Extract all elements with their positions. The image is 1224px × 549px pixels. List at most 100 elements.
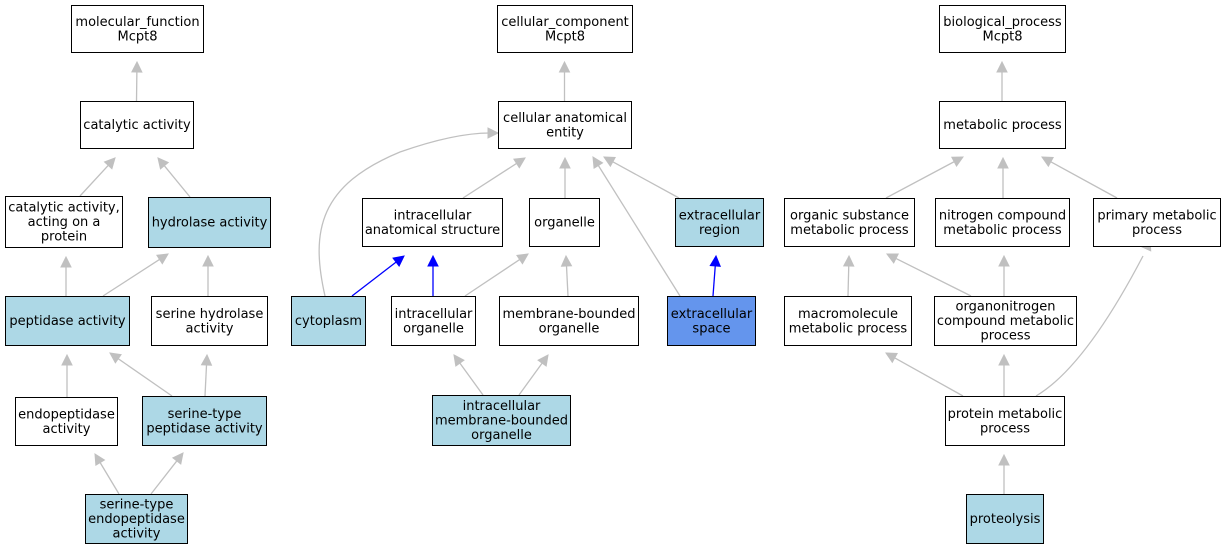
node-box	[945, 396, 1065, 446]
edge-cae-to-cc	[558, 60, 571, 101]
node-box	[85, 494, 188, 544]
node-box	[939, 101, 1066, 149]
edge-protein_metabolic-to-organonitrogen	[998, 353, 1010, 396]
node-label: serine-type	[100, 498, 174, 513]
node-label: process	[981, 329, 1031, 344]
node-label: protein	[41, 230, 87, 245]
edge-arrowhead	[886, 253, 899, 264]
node-hydrolase[interactable]: hydrolase activity	[148, 197, 271, 248]
edge-line	[102, 257, 162, 297]
edge-line	[1048, 160, 1118, 199]
node-label: serine-type	[168, 407, 242, 422]
edge-cytoplasm-to-intra_struct	[351, 255, 405, 297]
edge-line	[98, 460, 120, 495]
edge-arrowhead	[513, 157, 526, 169]
node-box	[497, 5, 633, 53]
node-box	[151, 296, 268, 346]
edge-line	[318, 132, 491, 297]
node-proteolysis[interactable]: proteolysis	[966, 494, 1044, 544]
edge-arrowhead	[603, 156, 616, 168]
edges-layer	[60, 60, 1152, 495]
node-label: serine hydrolase	[156, 307, 264, 322]
node-cytoplasm[interactable]: cytoplasm	[291, 296, 366, 346]
edge-protein_metabolic-to-macromolecule	[885, 352, 964, 397]
edge-ser_peptidase-to-ser_hydrolase	[200, 353, 213, 397]
edge-peptidase-to-hydrolase	[102, 253, 169, 297]
node-label: molecular_function	[75, 15, 199, 30]
edge-arrowhead	[516, 253, 529, 265]
node-catalytic[interactable]: catalytic activity	[80, 101, 194, 149]
node-box	[142, 396, 267, 446]
node-peptidase[interactable]: peptidase activity	[5, 296, 130, 346]
node-label: macromolecule	[798, 307, 898, 322]
node-label: membrane-bounded	[435, 414, 568, 429]
node-label: organelle	[403, 321, 464, 336]
edge-line	[518, 361, 544, 396]
edge-nitrogen-to-metabolic	[997, 156, 1009, 198]
node-label: hydrolase activity	[152, 216, 268, 231]
edge-line	[116, 357, 173, 397]
edge-organelle-to-cae	[559, 156, 571, 198]
node-box	[71, 5, 204, 53]
node-label: catalytic activity	[83, 118, 191, 133]
node-label: proteolysis	[970, 512, 1041, 527]
node-metabolic[interactable]: metabolic process	[939, 101, 1066, 149]
edge-arrowhead	[453, 354, 465, 367]
node-box	[499, 296, 639, 346]
edge-arrowhead	[171, 452, 184, 465]
edge-endopeptidase-to-peptidase	[61, 353, 73, 397]
node-label: extracellular	[671, 307, 753, 322]
node-label: protein metabolic	[948, 407, 1063, 422]
edge-extra_space-to-extra_region	[709, 254, 722, 297]
edge-catalytic-to-mf	[131, 60, 143, 102]
edge-arrowhead	[951, 156, 964, 168]
edge-organonitrogen-to-organic_sub	[886, 253, 972, 297]
node-label: organelle	[539, 321, 600, 336]
edge-cytoplasm-to-cae	[318, 127, 500, 297]
node-label: extracellular	[679, 208, 761, 223]
edge-arrowhead	[998, 353, 1010, 366]
edge-arrowhead	[998, 453, 1010, 466]
edge-hydrolase-to-catalytic	[157, 157, 191, 198]
edge-extra_space-to-cae	[592, 156, 681, 297]
node-label: organonitrogen	[956, 300, 1056, 315]
edge-metabolic-to-bp	[996, 60, 1008, 101]
edge-intra_struct-to-cae	[462, 157, 526, 199]
edge-line	[162, 163, 191, 198]
edge-ser_hydrolase-to-hydrolase	[202, 254, 214, 296]
node-label: compound metabolic	[937, 314, 1074, 329]
edge-intra_mem_organelle-to-mem_organelle	[518, 354, 549, 396]
node-organelle[interactable]: organelle	[529, 198, 600, 247]
edge-arrowhead	[427, 254, 439, 267]
edge-arrowhead	[60, 255, 72, 268]
node-label: intracellular	[394, 208, 472, 223]
node-box	[675, 198, 764, 247]
node-label: membrane-bounded	[502, 307, 635, 322]
node-box	[5, 296, 130, 346]
node-label: peptidase activity	[9, 314, 126, 329]
edge-arrowhead	[885, 352, 898, 364]
node-box	[5, 196, 123, 248]
